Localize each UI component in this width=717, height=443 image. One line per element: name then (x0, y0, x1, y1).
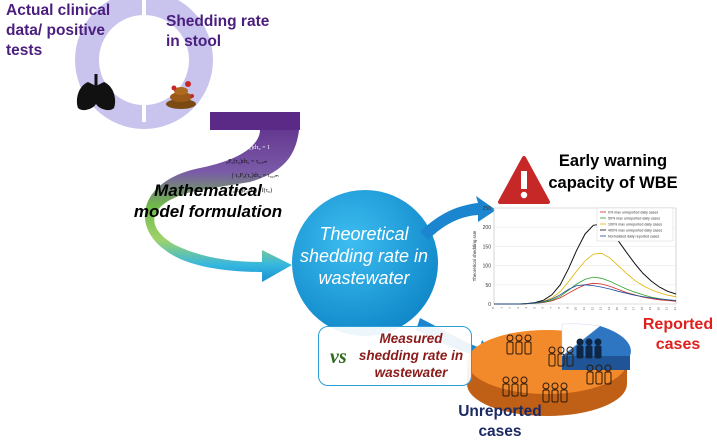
equation-line: ₀P₀(τ₀)dτ₀ = τ₀,ₑₘ (226, 159, 268, 165)
chart-xtick-label: 17 (632, 307, 636, 311)
warning-icon (498, 156, 550, 204)
chart-xtick-label: 22 (673, 307, 677, 311)
chart-xtick-label: 9 (565, 307, 569, 309)
label-measured: Measured shedding rate in wastewater (358, 331, 464, 380)
chart-xtick-label: 6 (541, 307, 545, 309)
chart-xtick-label: 4 (524, 307, 528, 309)
chart-xtick-label: 10 (574, 307, 578, 311)
chart-xtick-label: 21 (665, 307, 669, 311)
lungs-icon (76, 74, 116, 111)
unreported-people-icon (548, 346, 574, 367)
equation-line: ∫ P₀(τ₀)dτ₀ = 1 (236, 145, 270, 151)
chart-ytick-label: 150 (483, 244, 492, 250)
chart-legend-label: 0% max unreported daily cases (608, 211, 658, 215)
measured-box (318, 326, 472, 386)
reported-people-icon (576, 338, 602, 359)
chart-series-line (494, 284, 677, 305)
chart-xtick-label: 5 (532, 307, 536, 309)
chart-ytick-label: 0 (488, 302, 491, 308)
stool-icon (166, 81, 196, 109)
chart-xtick-label: 8 (557, 307, 561, 309)
chart-ytick-label: 100 (483, 264, 492, 270)
label-reported: Reported cases (642, 316, 714, 353)
equation-line: ∫₀ f(τ₀)dτ₀ = 1 (226, 131, 259, 137)
chart-legend-label: 400% max unreported daily cases (608, 229, 662, 233)
chart-xtick-label: 11 (582, 307, 586, 310)
arrow-to-chart (420, 196, 496, 240)
label-theoretical: Theoretical shedding rate in wastewater (299, 224, 429, 288)
chart-xtick-label: 7 (549, 307, 553, 309)
label-shedding-stool: Shedding rate in stool (166, 13, 270, 50)
label-vs: vs (330, 346, 347, 368)
label-early-warning: Early warning capacity of WBE (548, 152, 678, 192)
chart-xtick-label: 20 (656, 307, 660, 311)
equation-line: ∫ P₀(τ₀)P₀(τ₀) ∫ f(τ₀) (226, 188, 273, 194)
unreported-people-icon (506, 334, 532, 355)
unreported-people-icon (502, 376, 528, 397)
chart-legend-label: 50% max unreported daily cases (608, 217, 660, 221)
chart-ytick-label: 200 (483, 225, 492, 231)
unreported-people-icon (586, 364, 612, 385)
chart-legend-box (596, 207, 674, 242)
chart-xtick-label: 13 (599, 307, 603, 311)
chart-ytick-label: 250 (483, 206, 492, 212)
equation-line: ∫ τ₀P₀(τ₀)dτ₀ = τ₀,ₑₘ (232, 173, 279, 179)
chart-ylabel: Theoretical shedding rate (472, 230, 477, 281)
chart-xtick-label: 18 (640, 307, 644, 311)
chart-xtick-label: 1 (499, 307, 503, 309)
chart-xtick-label: 12 (590, 307, 594, 311)
chart-xtick-label: 19 (648, 307, 652, 311)
chart-ytick-label: 50 (485, 283, 491, 289)
chart-legend-label: Normalized daily reported cases (608, 235, 660, 239)
chart-xtick-label: 3 (516, 307, 520, 309)
label-clinical-data: Actual clinical data/ positive tests (6, 2, 111, 59)
chart-xtick-label: 16 (623, 307, 627, 311)
chart-xtick-label: 2 (508, 307, 512, 309)
unreported-people-icon (542, 382, 568, 403)
label-unreported: Unreported cases (458, 403, 542, 440)
chart-legend-label: 100% max unreported daily cases (608, 223, 662, 227)
chart-xtick-label: 0 (491, 307, 495, 309)
chart-xtick-label: 15 (615, 307, 619, 311)
model-ribbon (144, 112, 300, 282)
theoretical-ball (292, 190, 438, 336)
label-math-model: Mathematical model formulation (133, 181, 283, 221)
data-ring (75, 0, 213, 129)
chart-xtick-label: 14 (607, 307, 611, 311)
